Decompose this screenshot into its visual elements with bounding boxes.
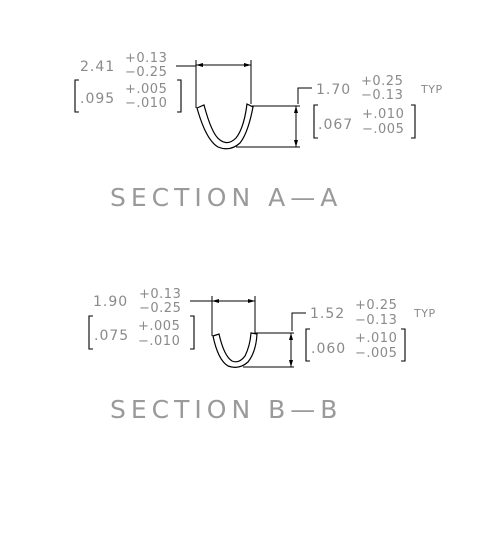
section-a-height-inch-bracket-left	[313, 104, 318, 139]
section-a-height-value: 1.70	[316, 82, 351, 98]
section-b-height-inch-value: .060	[311, 341, 346, 357]
section-a-width-inch-value: .095	[80, 91, 115, 107]
section-b-height-typ: TYP	[413, 307, 436, 320]
section-b-height-inch-plus-tol: +.010	[355, 331, 397, 346]
section-a-height-arrow-top	[294, 106, 298, 113]
section-a-width-arrow-left	[196, 63, 203, 67]
section-a-height-inch-bracket-right	[411, 104, 416, 139]
section-b-width-arrow-right	[248, 299, 255, 303]
section-b-width-inch-bracket-right	[190, 315, 195, 350]
section-b-height-leader	[291, 312, 306, 331]
section-b-part-profile	[212, 332, 258, 368]
section-b-width-minus-tol: −0.25	[139, 301, 181, 316]
section-a-title: SECTION A—A	[110, 183, 342, 212]
section-a-width-plus-tol: +0.13	[125, 51, 167, 66]
section-b-width-inch-minus-tol: −.010	[138, 334, 180, 349]
section-a-height-inch-value: .067	[318, 117, 353, 133]
section-a-width-value: 2.41	[80, 59, 115, 75]
section-a-height-arrow-bottom	[294, 140, 298, 147]
section-a-width-inch-plus-tol: +.005	[125, 82, 167, 97]
section-a-part-profile	[196, 103, 254, 150]
section-b-title: SECTION B—B	[110, 395, 342, 424]
section-b-width-inch-plus-tol: +.005	[138, 319, 180, 334]
section-a-height-inch-minus-tol: −.005	[362, 122, 404, 137]
section-a-width-minus-tol: −0.25	[125, 65, 167, 80]
section-b-height-value: 1.52	[310, 306, 345, 322]
section-a-width-inch-bracket-left	[74, 79, 79, 113]
section-b-height-inch-bracket-left	[305, 328, 310, 362]
section-a-height-inch-plus-tol: +.010	[362, 107, 404, 122]
section-a-width-arrow-right	[244, 63, 251, 67]
section-a-height-minus-tol: −0.13	[361, 88, 403, 103]
section-b-width-inch-value: .075	[94, 328, 129, 344]
section-a-height-typ: TYP	[420, 83, 443, 96]
section-b-width-plus-tol: +0.13	[139, 287, 181, 302]
section-b-width-arrow-left	[212, 299, 219, 303]
section-a-width-inch-bracket-right	[177, 79, 182, 113]
section-b-height-inch-minus-tol: −.005	[355, 346, 397, 361]
section-b-b: 1.90 +0.13 −0.25 .075 +.005 −.010 1.52 +…	[88, 287, 436, 424]
section-b-height-minus-tol: −0.13	[355, 313, 397, 328]
section-a-width-inch-minus-tol: −.010	[125, 96, 167, 111]
section-b-width-value: 1.90	[93, 294, 128, 310]
section-b-height-inch-bracket-right	[401, 328, 406, 362]
section-a-height-leader	[297, 87, 312, 104]
section-b-height-arrow-bottom	[289, 360, 293, 367]
section-b-width-inch-bracket-left	[88, 315, 93, 350]
section-a-height-plus-tol: +0.25	[361, 74, 403, 89]
section-b-height-arrow-top	[289, 333, 293, 340]
section-a-a: 2.41 +0.13 −0.25 .095 +.005 −.010 1.70 +…	[74, 51, 443, 212]
section-b-height-plus-tol: +0.25	[355, 298, 397, 313]
